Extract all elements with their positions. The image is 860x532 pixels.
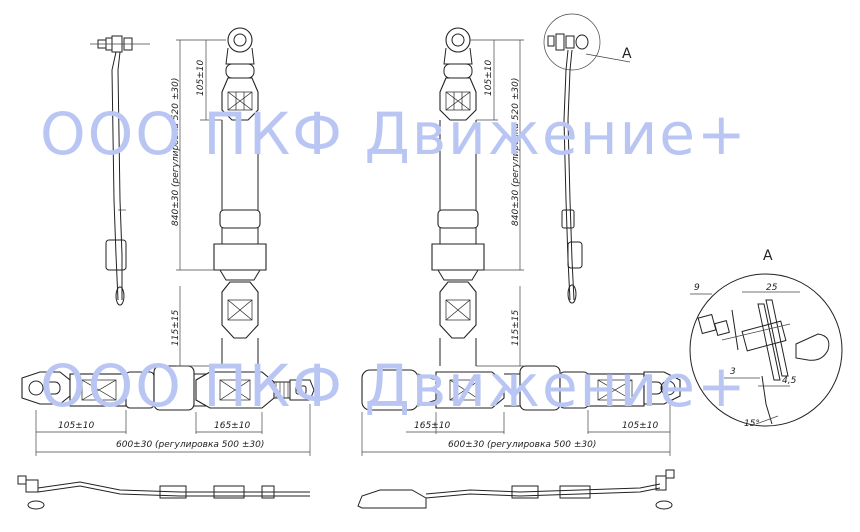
- dim-600-right: 600±30 (регулировка 500 ±30): [448, 440, 596, 450]
- detail-a-callout-label: А: [622, 46, 632, 62]
- detail-dim-3: 3: [730, 367, 736, 377]
- dim-840-right: 840±30 (регулировка 520 ±30): [511, 78, 521, 226]
- right-dimensions: 105±10 840±30 (регулировка 520 ±30) 115±…: [361, 39, 671, 456]
- dim-105-horizontal-left: 105±10: [58, 421, 94, 431]
- dim-840-left: 840±30 (регулировка 520 ±30): [171, 78, 181, 226]
- detail-a-title: А: [763, 248, 773, 264]
- left-dimensions: 105±10 840±30 (регулировка 520 ±30) 115±…: [35, 39, 311, 456]
- right-vertical-belt: [431, 27, 485, 366]
- right-side-profile: [543, 13, 631, 304]
- detail-dim-15-degrees: 15°: [744, 419, 760, 429]
- dim-600-left: 600±30 (регулировка 500 ±30): [116, 440, 264, 450]
- dim-105-vertical-left: 105±10: [196, 60, 206, 96]
- dim-115-left: 115±15: [171, 310, 181, 346]
- right-lap-belt: [361, 365, 681, 411]
- detail-dim-4-5: 4,5: [782, 376, 797, 386]
- dim-165-right: 165±10: [414, 421, 450, 431]
- dim-165-left: 165±10: [214, 421, 250, 431]
- dim-105-horizontal-right: 105±10: [622, 421, 658, 431]
- detail-a-marker-circle: [543, 13, 601, 71]
- left-vertical-belt: [213, 27, 267, 366]
- left-side-profile: [90, 35, 150, 306]
- right-bottom-profile: [357, 469, 675, 510]
- detail-dim-25: 25: [766, 283, 778, 293]
- left-bottom-profile: [17, 475, 310, 510]
- dim-115-right: 115±15: [511, 310, 521, 346]
- left-lap-belt: [21, 365, 315, 411]
- dim-105-vertical-right: 105±10: [484, 60, 494, 96]
- detail-dim-9: 9: [694, 283, 700, 293]
- detail-a-view: [689, 273, 843, 427]
